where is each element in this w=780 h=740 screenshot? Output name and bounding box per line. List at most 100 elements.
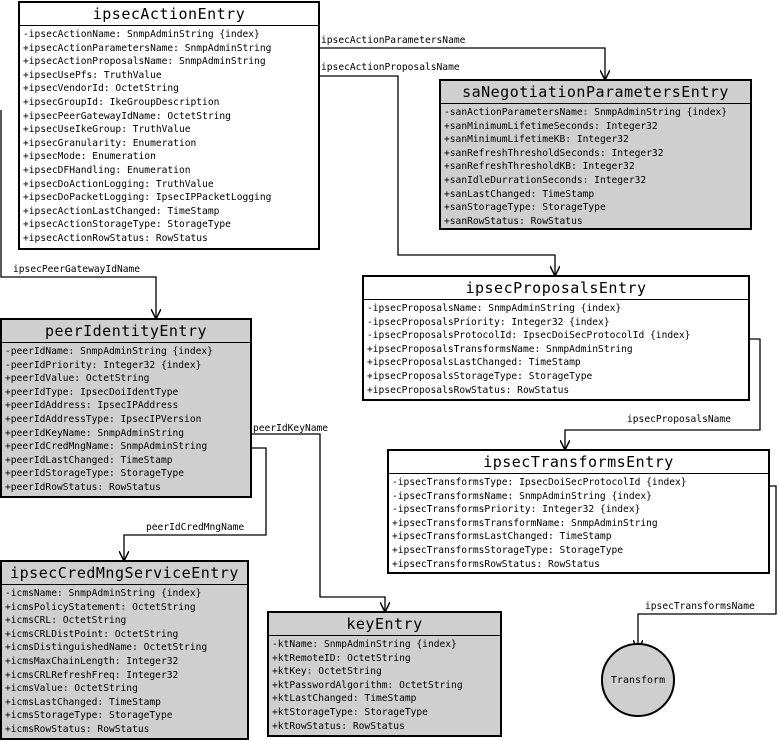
entity-attribute-row: +ipsecUseIkeGroup: TruthValue [23, 124, 191, 136]
entity-attribute-row: +ipsecTransformsLastChanged: TimeStamp [392, 531, 612, 543]
connector-action-to-sanegotiation [319, 47, 605, 79]
connector-transforms-to-transform-node [638, 485, 777, 649]
entity-attribute-row: +peerIdStorageType: StorageType [5, 468, 185, 480]
entity-attribute-row: +ipsecTransformsRowStatus: RowStatus [392, 558, 600, 570]
entity-attribute-row: +peerIdCredMngName: SnmpAdminString [5, 441, 208, 453]
entity-attribute-row: +sanMinimumLifetimeKB: Integer32 [444, 134, 629, 146]
connector-action-to-peeridentity [0, 110, 156, 318]
entity-attribute-row: +ipsecProposalsStorageType: StorageType [367, 370, 593, 382]
entity-attribute-row: +sanRefreshThresholdKB: Integer32 [444, 161, 635, 173]
entity-attribute-row: +sanLastChanged: TimeStamp [444, 188, 595, 200]
entity-attribute-row: +sanIdleDurrationSeconds: Integer32 [444, 174, 647, 186]
transform-node: Transform [601, 643, 675, 717]
entity-attribute-row: +ktRowStatus: RowStatus [272, 720, 405, 732]
entity-attributes: -sanActionParametersName: SnmpAdminStrin… [441, 104, 750, 228]
entity-attribute-row: +peerIdValue: OctetString [5, 373, 150, 385]
edge-label-actionproposalsname: ipsecActionProposalsName [321, 62, 460, 73]
entity-attribute-row: -icmsName: SnmpAdminString {index} [5, 588, 202, 599]
entity-attribute-row: +ipsecGroupId: IkeGroupDescription [23, 96, 220, 108]
entity-attribute-row: +ipsecGranularity: Enumeration [23, 137, 197, 149]
entity-attribute-row: +peerIdRowStatus: RowStatus [5, 481, 161, 493]
entity-attribute-row: +ktKey: OctetString [272, 666, 382, 678]
entity-attribute-row: +icmsCRL: OctetString [5, 615, 127, 627]
entity-title: saNegotiationParametersEntry [441, 81, 750, 104]
entity-attribute-row: -sanActionParametersName: SnmpAdminStrin… [444, 107, 728, 118]
entity-ipsecProposalsEntry: ipsecProposalsEntry -ipsecProposalsName:… [362, 275, 750, 401]
entity-attribute-row: +ipsecTransformsStorageType: StorageType [392, 544, 624, 556]
entity-attribute-row: +ipsecMode: Enumeration [23, 151, 156, 163]
entity-attribute-row: -ipsecTransformsPriority: Integer32 {ind… [392, 504, 641, 516]
entity-attribute-row: -ipsecActionName: SnmpAdminString {index… [23, 29, 260, 40]
edge-label-transformsname: ipsecTransformsName [645, 601, 755, 612]
entity-attribute-row: -ipsecProposalsPriority: Integer32 {inde… [367, 316, 610, 328]
entity-attribute-row: +sanRefreshThresholdSeconds: Integer32 [444, 147, 664, 159]
entity-attribute-row: +ktLastChanged: TimeStamp [272, 693, 417, 705]
entity-attribute-row: +sanMinimumLifetimeSeconds: Integer32 [444, 120, 658, 132]
entity-attribute-row: +icmsPolicyStatement: OctetString [5, 601, 196, 613]
entity-attributes: -peerIdName: SnmpAdminString {index} -pee… [2, 343, 250, 495]
entity-attribute-row: +icmsValue: OctetString [5, 683, 138, 695]
entity-title: ipsecActionEntry [20, 3, 318, 26]
connector-peeridentity-to-credmng [124, 447, 267, 560]
entity-attributes: -ipsecTransformsType: IpsecDoiSecProtoco… [389, 474, 768, 571]
entity-title: ipsecCredMngServiceEntry [2, 562, 247, 585]
entity-attribute-row: +ipsecDoPacketLogging: IpsecIPPacketLogg… [23, 192, 272, 204]
edge-label-peeridcredmngname: peerIdCredMngName [146, 522, 245, 533]
entity-attribute-row: -peerIdName: SnmpAdminString {index} [5, 346, 213, 357]
entity-attribute-row: -ipsecTransformsType: IpsecDoiSecProtoco… [392, 477, 687, 488]
entity-title: keyEntry [269, 613, 500, 636]
entity-attribute-row: -peerIdPriority: Integer32 {index} [5, 359, 202, 371]
entity-attributes: -ipsecProposalsName: SnmpAdminString {in… [364, 300, 748, 397]
entity-ipsecTransformsEntry: ipsecTransformsEntry -ipsecTransformsTyp… [387, 449, 770, 574]
edge-label-peergatewayidname: ipsecPeerGatewayIdName [13, 264, 141, 275]
entity-attribute-row: +ktPasswordAlgorithm: OctetString [272, 679, 463, 691]
connector-peeridentity-to-key [251, 433, 385, 611]
entity-attribute-row: +peerIdAddressType: IpsecIPVersion [5, 413, 202, 425]
entity-attribute-row: +icmsDistinguishedName: OctetString [5, 642, 208, 654]
entity-title: peerIdentityEntry [2, 320, 250, 343]
entity-attribute-row: +icmsStorageType: StorageType [5, 710, 173, 722]
entity-attribute-row: -ipsecProposalsName: SnmpAdminString {in… [367, 303, 622, 314]
edge-label-proposalsname: ipsecProposalsName [627, 414, 731, 425]
entity-attribute-row: +sanRowStatus: RowStatus [444, 215, 583, 227]
entity-attribute-row: +peerIdAddress: IpsecIPAddress [5, 400, 179, 412]
entity-attribute-row: +icmsCRLDistPoint: OctetString [5, 628, 179, 640]
entity-attribute-row: +icmsCRLRefreshFreq: Integer32 [5, 669, 179, 681]
transform-node-label: Transform [610, 674, 666, 686]
edge-label-actionparametersname: ipsecActionParametersName [321, 35, 466, 46]
entity-keyEntry: keyEntry -ktName: SnmpAdminString {index… [267, 611, 502, 737]
entity-title: ipsecTransformsEntry [389, 451, 768, 474]
entity-attribute-row: +ipsecPeerGatewayIdName: OctetString [23, 110, 231, 122]
entity-attribute-row: -ipsecTransformsName: SnmpAdminString {i… [392, 490, 652, 502]
entity-attribute-row: +ipsecActionParametersName: SnmpAdminStr… [23, 42, 272, 54]
entity-saNegotiationParametersEntry: saNegotiationParametersEntry -sanActionP… [439, 79, 752, 230]
entity-attribute-row: +icmsLastChanged: TimeStamp [5, 696, 161, 708]
entity-attribute-row: +icmsMaxChainLength: Integer32 [5, 655, 179, 667]
entity-attribute-row: +ipsecActionProposalsName: SnmpAdminStri… [23, 56, 266, 68]
entity-attribute-row: +ipsecProposalsRowStatus: RowStatus [367, 384, 570, 396]
entity-attribute-row: +ipsecActionRowStatus: RowStatus [23, 232, 208, 244]
entity-attributes: -icmsName: SnmpAdminString {index} +icmsP… [2, 585, 247, 737]
connector-action-to-proposals [319, 75, 555, 275]
entity-attribute-row: +icmsRowStatus: RowStatus [5, 723, 150, 735]
entity-attribute-row: +peerIdLastChanged: TimeStamp [5, 454, 173, 466]
entity-attribute-row: +ipsecActionStorageType: StorageType [23, 219, 231, 231]
entity-attribute-row: +ipsecUsePfs: TruthValue [23, 69, 162, 81]
entity-attribute-row: +ipsecVendorId: OctetString [23, 83, 179, 95]
entity-ipsecActionEntry: ipsecActionEntry -ipsecActionName: SnmpA… [18, 1, 320, 250]
entity-attribute-row: +ipsecProposalsTransformsName: SnmpAdmin… [367, 343, 633, 355]
entity-attribute-row: +ipsecDFHandling: Enumeration [23, 164, 191, 176]
connector-proposals-to-transforms [565, 338, 761, 449]
entity-attribute-row: +peerIdType: IpsecDoiIdentType [5, 386, 179, 398]
entity-attribute-row: -ktName: SnmpAdminString {index} [272, 639, 457, 650]
entity-attribute-row: +ktStorageType: StorageType [272, 706, 428, 718]
entity-attribute-row: +ktRemoteID: OctetString [272, 652, 411, 664]
entity-attribute-row: +peerIdKeyName: SnmpAdminString [5, 427, 185, 439]
entity-title: ipsecProposalsEntry [364, 277, 748, 300]
entity-attributes: -ktName: SnmpAdminString {index} +ktRemot… [269, 636, 500, 733]
entity-attribute-row: +ipsecProposalsLastChanged: TimeStamp [367, 357, 581, 369]
entity-attribute-row: +ipsecActionLastChanged: TimeStamp [23, 205, 220, 217]
entity-attribute-row: +sanStorageType: StorageType [444, 202, 606, 214]
entity-peerIdentityEntry: peerIdentityEntry -peerIdName: SnmpAdmin… [0, 318, 252, 498]
